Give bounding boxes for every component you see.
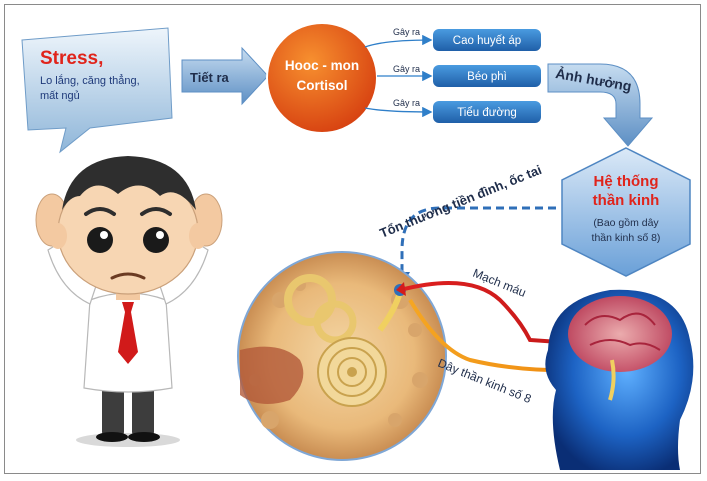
nervous-title1: Hệ thống — [594, 173, 659, 190]
stress-line2: mất ngủ — [40, 90, 80, 102]
effect-pill-2: Béo phì — [433, 65, 541, 87]
effect-1: Cao huyết áp — [453, 35, 521, 47]
nervous-note1: (Bao gồm dây — [593, 217, 659, 229]
stressed-man-illustration — [35, 156, 223, 447]
stress-title: Stress, — [40, 48, 103, 69]
secrete-label: Tiết ra — [190, 70, 230, 85]
affects-arrow: Ảnh hưởng — [547, 63, 654, 147]
blood-vessel-arrowhead-left — [396, 282, 406, 296]
hormone-line1: Hooc - mon — [285, 58, 359, 73]
secrete-arrow: Tiết ra — [181, 46, 269, 106]
nervous-note2: thần kinh số 8) — [592, 232, 661, 244]
effect-pill-3: Tiểu đường — [433, 101, 541, 123]
hormone-line2: Cortisol — [296, 78, 347, 93]
cause-connectors — [364, 34, 433, 118]
cause-label-3: Gây ra — [393, 98, 420, 108]
cause-label-1: Gây ra — [393, 27, 420, 37]
cortisol-circle: Hooc - mon Cortisol — [266, 22, 378, 134]
inner-ear-illustration — [237, 251, 447, 461]
blood-vessel-wire — [399, 280, 589, 346]
blood-vessel-label: Mạch máu — [471, 266, 528, 300]
damage-label: Tổn thương tiền đình, ốc tai — [378, 162, 544, 241]
effect-2: Béo phì — [467, 71, 507, 83]
nervous-title2: thần kinh — [593, 192, 660, 209]
effect-pill-1: Cao huyết áp — [433, 29, 541, 51]
cause-label-2: Gây ra — [393, 64, 420, 74]
damage-connector — [400, 206, 556, 278]
head-brain-illustration — [545, 289, 694, 470]
stress-line1: Lo lắng, căng thẳng, — [40, 74, 140, 87]
effect-3: Tiểu đường — [457, 107, 517, 119]
nervous-system-hexagon: Hệ thống thần kinh (Bao gồm dây thần kin… — [561, 147, 691, 277]
stress-bubble: Stress, Lo lắng, căng thẳng, mất ngủ — [21, 27, 173, 154]
